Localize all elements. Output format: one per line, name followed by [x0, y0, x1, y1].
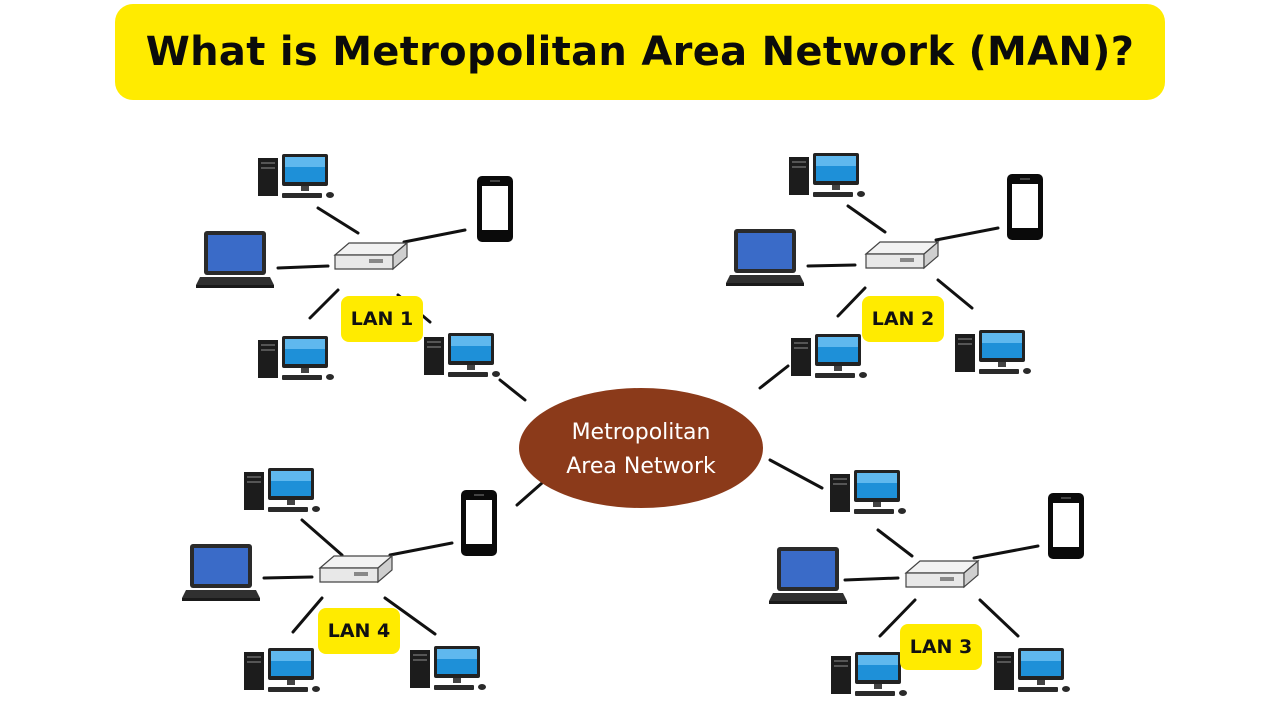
lan1-label: LAN 1: [350, 308, 414, 330]
connection-lines: [262, 204, 1040, 638]
lan3-laptop-icon: [769, 547, 847, 604]
lan2-smartphone-icon: [1007, 174, 1043, 240]
man-hub-label-line1: Metropolitan: [571, 420, 711, 445]
lan4-laptop-icon: [182, 544, 260, 601]
lan2-laptop-icon: [726, 229, 804, 286]
lan3-desktop-right-icon: [994, 648, 1070, 692]
lan4-desktop-top-icon: [244, 468, 320, 512]
lan1-desktop-top-icon: [258, 154, 334, 198]
lan3-desktop-left-icon: [831, 652, 907, 696]
lan1-desktop-right-icon: [424, 333, 500, 377]
lan4-label: LAN 4: [327, 620, 391, 642]
lan1-switch-icon: [334, 242, 408, 270]
lan4-desktop-right-icon: [410, 646, 486, 690]
lan1-badge: LAN 1: [341, 296, 423, 342]
lan1-laptop-icon: [196, 231, 274, 288]
lan2-switch-icon: [865, 241, 939, 269]
lan2-desktop-top-icon: [789, 153, 865, 197]
lan4-badge: LAN 4: [318, 608, 400, 654]
lan3-switch-icon: [905, 560, 979, 588]
lan2-desktop-left-icon: [791, 334, 867, 378]
lan2-desktop-right-icon: [955, 330, 1031, 374]
lan1-desktop-left-icon: [258, 336, 334, 380]
lan3-desktop-top-icon: [830, 470, 906, 514]
lan3-badge: LAN 3: [900, 624, 982, 670]
lan1-smartphone-icon: [477, 176, 513, 242]
page-title: What is Metropolitan Area Network (MAN)?: [145, 29, 1135, 75]
lan2-label: LAN 2: [871, 308, 935, 330]
lan4-switch-icon: [319, 555, 393, 583]
lan3-smartphone-icon: [1048, 493, 1084, 559]
man-hub-ellipse: [519, 388, 763, 508]
lan2-badge: LAN 2: [862, 296, 944, 342]
lan4-desktop-left-icon: [244, 648, 320, 692]
man-hub-label: Metropolitan Area Network: [520, 395, 762, 505]
man-hub-label-line2: Area Network: [566, 454, 716, 479]
lan4-smartphone-icon: [461, 490, 497, 556]
title-banner: What is Metropolitan Area Network (MAN)?: [115, 4, 1165, 100]
lan3-label: LAN 3: [909, 636, 973, 658]
